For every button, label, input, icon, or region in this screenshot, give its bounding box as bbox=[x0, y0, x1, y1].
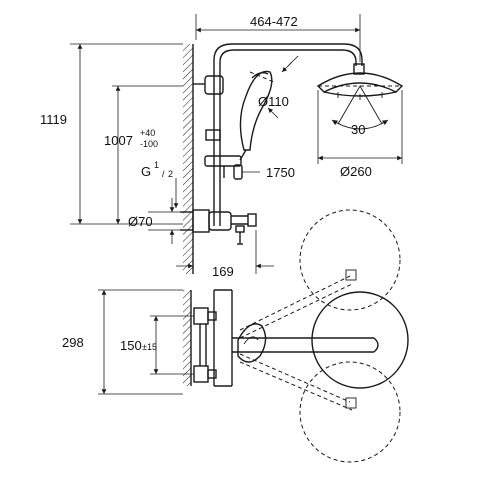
head-shower bbox=[316, 63, 404, 130]
dim-hose-length: 1750 bbox=[242, 165, 295, 180]
label-inlet-spacing-tol: ±15 bbox=[142, 342, 157, 352]
dim-connection-thread: G 1 / 2 bbox=[141, 160, 179, 208]
head-shower-plan bbox=[311, 291, 409, 389]
label-valve-height-minus: -100 bbox=[140, 139, 158, 149]
dim-head-diameter: Ø260 bbox=[317, 90, 403, 179]
dim-rail-depth: 298 bbox=[62, 289, 183, 395]
thermostat-valve bbox=[180, 209, 257, 245]
dim-valve-height: 1007 +40 -100 bbox=[104, 85, 183, 224]
dim-valve-depth: 169 bbox=[176, 230, 274, 279]
swing-circle-bottom bbox=[299, 361, 401, 463]
inlets-plan bbox=[183, 290, 217, 386]
label-head-diameter: Ø260 bbox=[340, 164, 372, 179]
label-valve-depth: 169 bbox=[212, 264, 234, 279]
hand-shower-plan bbox=[237, 323, 267, 363]
label-thread-den: 2 bbox=[168, 169, 173, 179]
dim-overall-height: 1119 bbox=[40, 43, 183, 225]
riser-rail bbox=[193, 72, 243, 226]
label-valve-height: 1007 bbox=[104, 133, 133, 148]
label-thread-slash: / bbox=[162, 169, 165, 179]
wall-hatch bbox=[183, 44, 194, 274]
label-thread-num: 1 bbox=[154, 160, 159, 170]
label-rail-depth: 298 bbox=[62, 335, 84, 350]
swing-arms bbox=[239, 269, 357, 411]
dim-mount-width: 464-472 bbox=[195, 14, 361, 62]
label-hose-length: 1750 bbox=[266, 165, 295, 180]
shower-arm bbox=[213, 43, 363, 72]
label-inlet-spacing: 150 bbox=[120, 338, 142, 353]
label-mount-width: 464-472 bbox=[250, 14, 298, 29]
label-thread-main: G bbox=[141, 164, 151, 179]
dim-escutcheon: Ø70 bbox=[128, 198, 180, 244]
hand-shower bbox=[239, 70, 275, 161]
label-valve-height-plus: +40 bbox=[140, 128, 155, 138]
dim-hand-shower-diameter: Ø110 bbox=[258, 55, 299, 119]
label-overall-height: 1119 bbox=[40, 112, 67, 127]
shower-arm-plan bbox=[232, 337, 379, 353]
swing-circle-top bbox=[299, 209, 401, 311]
label-head-tilt: 30 bbox=[351, 122, 365, 137]
dim-inlet-spacing: 150 ±15 bbox=[120, 315, 194, 375]
label-hand-shower-diameter: Ø110 bbox=[258, 94, 289, 109]
label-escutcheon: Ø70 bbox=[128, 214, 153, 229]
